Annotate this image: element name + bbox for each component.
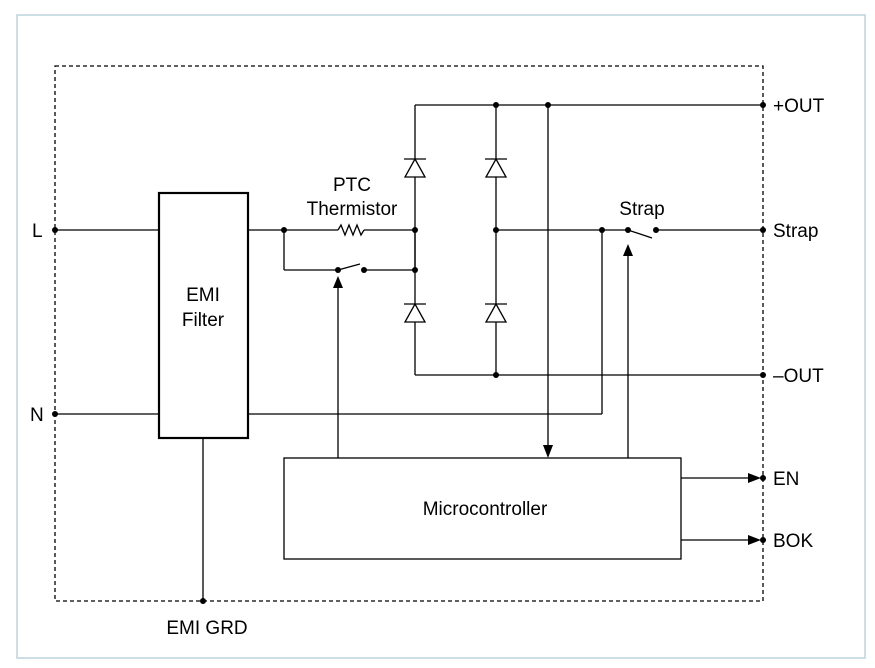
diode-top-left: [403, 157, 427, 178]
emi-filter-label-line1: EMI: [186, 285, 220, 306]
terminal-label-minus-out: –OUT: [773, 366, 824, 387]
arrow-to-strap-switch: [623, 244, 633, 256]
ptc-label-line1: PTC: [333, 175, 371, 196]
rectifier-bridge: [403, 157, 508, 323]
microcontroller-block: Microcontroller: [283, 457, 682, 560]
terminal-label-line: L: [32, 221, 43, 242]
diode-bottom-left: [403, 302, 427, 323]
diode-top-right: [484, 157, 508, 178]
arrow-to-microcontroller: [543, 445, 553, 458]
emi-filter-label-line2: Filter: [182, 310, 225, 331]
ptc-label-line2: Thermistor: [307, 199, 398, 220]
terminal-label-bok: BOK: [773, 531, 813, 552]
terminal-label-emi-ground: EMI GRD: [166, 618, 247, 639]
junction-dots: [52, 102, 766, 604]
arrow-to-ptc-relay: [333, 276, 343, 288]
signal-arrows: [333, 244, 761, 545]
strap-switch-label: Strap: [619, 199, 664, 220]
microcontroller-label: Microcontroller: [423, 499, 548, 520]
figure-frame: [16, 14, 866, 659]
emi-filter-block: EMI Filter: [157, 191, 250, 440]
wiring: [55, 104, 763, 601]
terminal-label-plus-out: +OUT: [773, 96, 825, 117]
terminal-label-enable: EN: [773, 469, 799, 490]
arrow-en-output: [748, 473, 761, 483]
arrow-bok-output: [748, 535, 761, 545]
diode-bottom-right: [484, 302, 508, 323]
module-boundary: [54, 65, 764, 602]
terminal-label-strap: Strap: [773, 221, 818, 242]
terminal-label-neutral: N: [30, 405, 44, 426]
